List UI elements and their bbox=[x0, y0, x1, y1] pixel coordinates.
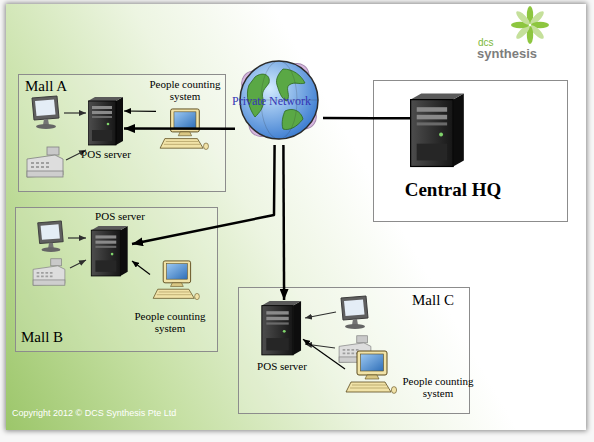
network-link bbox=[124, 127, 235, 130]
network-globe: Private Network bbox=[235, 55, 323, 145]
logo-swirl bbox=[511, 6, 549, 44]
people-counter-icon bbox=[158, 108, 210, 152]
node-label: Mall A bbox=[25, 78, 67, 95]
pos-server: POS server bbox=[88, 210, 132, 278]
pos-server-drawing bbox=[262, 301, 301, 355]
people-counter-icon bbox=[345, 350, 397, 396]
node-label: Central HQ bbox=[393, 179, 513, 200]
pos-server-icon bbox=[88, 96, 124, 146]
logo-text: synthesis bbox=[477, 47, 537, 61]
pos-server-icon bbox=[88, 225, 132, 277]
network-link bbox=[282, 145, 285, 300]
pos-server-drawing bbox=[88, 97, 123, 145]
node-label: POS server bbox=[92, 210, 148, 222]
logo-petal bbox=[514, 9, 531, 26]
mall-box: Mall APeople counting systemPOS server bbox=[18, 74, 226, 192]
connector-group bbox=[124, 111, 373, 369]
network-link bbox=[323, 117, 373, 120]
people-counter: People counting system bbox=[345, 350, 480, 404]
network-link bbox=[132, 145, 275, 244]
hq-box: Central HQ bbox=[373, 80, 568, 222]
people-counter: People counting system bbox=[150, 258, 210, 340]
hq-box-icon bbox=[373, 80, 473, 172]
network-link bbox=[303, 339, 345, 369]
network-link bbox=[132, 261, 150, 274]
node-label: POS server bbox=[251, 360, 313, 372]
mall-box: Mall CPOS serverPeople counting system bbox=[238, 287, 470, 414]
node-label: Private Network bbox=[232, 95, 311, 108]
people-counter-drawing bbox=[153, 261, 199, 300]
pos-server: POS server bbox=[88, 96, 124, 146]
node-label: Mall B bbox=[21, 329, 63, 346]
pos-server-icon bbox=[261, 300, 303, 356]
hq-box-drawing bbox=[373, 94, 464, 167]
node-label: People counting system bbox=[146, 78, 224, 103]
copyright-note: Copyright 2012 © DCS Synthesis Pte Ltd bbox=[12, 409, 176, 419]
people-counter-icon bbox=[150, 260, 202, 302]
people-counter: People counting system bbox=[156, 78, 214, 152]
pos-server-drawing bbox=[91, 226, 127, 276]
node-label: People counting system bbox=[397, 375, 479, 400]
node-label: Mall C bbox=[412, 292, 454, 309]
mall-box: Mall B POS serverPeople counting system bbox=[15, 207, 218, 352]
people-counter-drawing bbox=[160, 109, 208, 150]
node-label: POS server bbox=[76, 148, 136, 160]
people-counter-drawing bbox=[346, 351, 397, 393]
pos-server: POS server bbox=[261, 300, 303, 356]
node-label: People counting system bbox=[128, 310, 212, 335]
network-link bbox=[124, 110, 156, 112]
